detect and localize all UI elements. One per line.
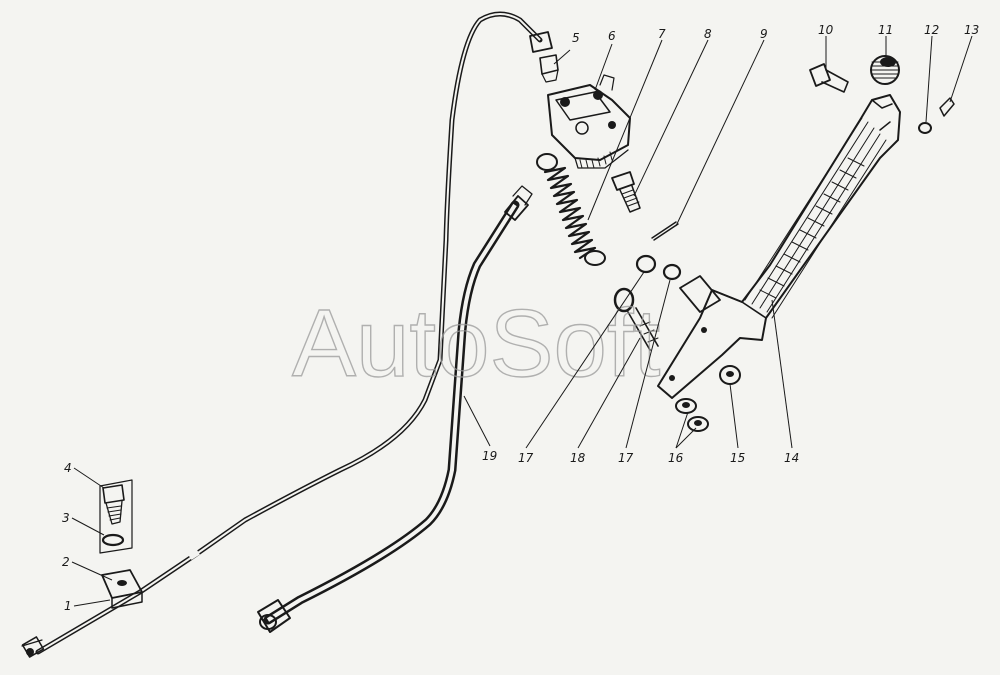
bolt [809,63,849,93]
callout-17-right: 17 [618,451,634,465]
callout-8: 8 [704,27,712,41]
brake-valve-body [547,74,631,169]
callout-5: 5 [572,31,580,45]
callout-7: 7 [658,27,666,41]
callout-17-left: 17 [518,451,534,465]
callout-14: 14 [784,451,799,465]
callout-1: 1 [64,599,72,613]
lock-washer [101,533,125,547]
clevis-pin [611,171,641,213]
callout-3: 3 [62,511,70,525]
thrust-washer-right [662,263,682,281]
hose-end-nut [257,599,291,633]
callout-18: 18 [570,451,586,465]
adjusting-nut [719,365,741,385]
pedal-lever [657,94,901,399]
callout-10: 10 [818,23,834,37]
union-fitting [529,31,559,83]
clamp [99,479,143,609]
flat-washer [918,122,932,134]
pipe-end-nut [21,636,45,658]
callout-12: 12 [924,23,939,37]
thrust-washer-left [635,254,657,274]
hose-top-fitting [504,185,533,221]
leader-lines [71,35,973,607]
return-spring [536,153,606,266]
castle-nut [870,55,900,85]
watermark-text: AutoSoft [292,290,660,397]
thick-hose [263,200,520,625]
lock-nuts [675,398,709,432]
callout-11: 11 [878,23,893,37]
callout-19: 19 [482,449,497,463]
callout-4: 4 [64,461,72,475]
split-pin [939,97,955,117]
callout-9: 9 [760,27,768,41]
callout-15: 15 [730,451,745,465]
callout-6: 6 [608,29,616,43]
cotter-pin [651,221,679,241]
callout-16: 16 [668,451,684,465]
thin-pipe [35,11,543,655]
pivot-pin [679,275,721,313]
callout-13: 13 [964,23,979,37]
clamp-screw [102,484,125,525]
callout-2: 2 [62,555,70,569]
